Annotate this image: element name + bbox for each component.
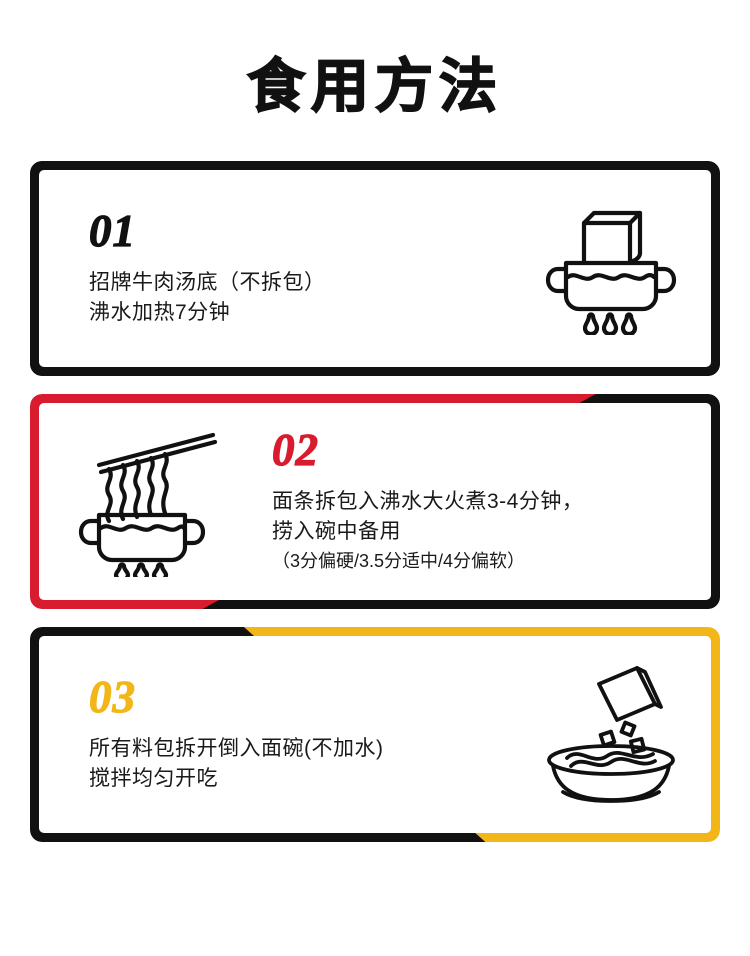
step-text-line-2: 捞入碗中备用 bbox=[272, 519, 401, 543]
step-text-line-1: 招牌牛肉汤底（不拆包） bbox=[89, 271, 326, 295]
step-text-line-2: 沸水加热7分钟 bbox=[89, 301, 231, 324]
step-text-line-2: 搅拌均匀开吃 bbox=[89, 767, 218, 790]
card-inner-surface bbox=[39, 170, 711, 367]
steps-list: 01 招牌牛肉汤底（不拆包） 沸水加热7分钟 bbox=[0, 161, 750, 842]
step-number: 03 bbox=[88, 672, 136, 723]
step-card-01: 01 招牌牛肉汤底（不拆包） 沸水加热7分钟 bbox=[30, 161, 720, 376]
step-card-03: 03 所有料包拆开倒入面碗(不加水) 搅拌均匀开吃 bbox=[30, 627, 720, 842]
step-text-line-1: 面条拆包入沸水大火煮3-4分钟， bbox=[272, 489, 584, 513]
card-text-column: 01 招牌牛肉汤底（不拆包） 沸水加热7分钟 bbox=[39, 206, 511, 328]
step-text-line-1: 所有料包拆开倒入面碗(不加水) bbox=[89, 737, 384, 761]
step-number: 02 bbox=[271, 424, 319, 475]
card-body: 03 所有料包拆开倒入面碗(不加水) 搅拌均匀开吃 bbox=[39, 636, 711, 833]
card-text-column: 03 所有料包拆开倒入面碗(不加水) 搅拌均匀开吃 bbox=[39, 672, 511, 794]
card-body: 01 招牌牛肉汤底（不拆包） 沸水加热7分钟 bbox=[39, 170, 711, 367]
pot-with-noodles-chopsticks-icon bbox=[63, 427, 231, 577]
card-icon-column bbox=[511, 203, 711, 335]
card-icon-column bbox=[39, 427, 254, 577]
page-title: 食用方法 bbox=[246, 54, 503, 119]
card-body: 02 面条拆包入沸水大火煮3-4分钟， 捞入碗中备用 （3分偏硬/3.5分适中/… bbox=[39, 403, 711, 600]
card-text-column: 02 面条拆包入沸水大火煮3-4分钟， 捞入碗中备用 （3分偏硬/3.5分适中/… bbox=[254, 424, 711, 576]
step-number: 01 bbox=[88, 206, 136, 257]
step-card-02: 02 面条拆包入沸水大火煮3-4分钟， 捞入碗中备用 （3分偏硬/3.5分适中/… bbox=[30, 394, 720, 609]
step-note: （3分偏硬/3.5分适中/4分偏软） bbox=[272, 551, 526, 572]
card-icon-column bbox=[511, 662, 711, 808]
seasoning-packet-into-bowl-icon bbox=[533, 662, 689, 808]
pot-with-soup-packet-icon bbox=[536, 203, 686, 335]
